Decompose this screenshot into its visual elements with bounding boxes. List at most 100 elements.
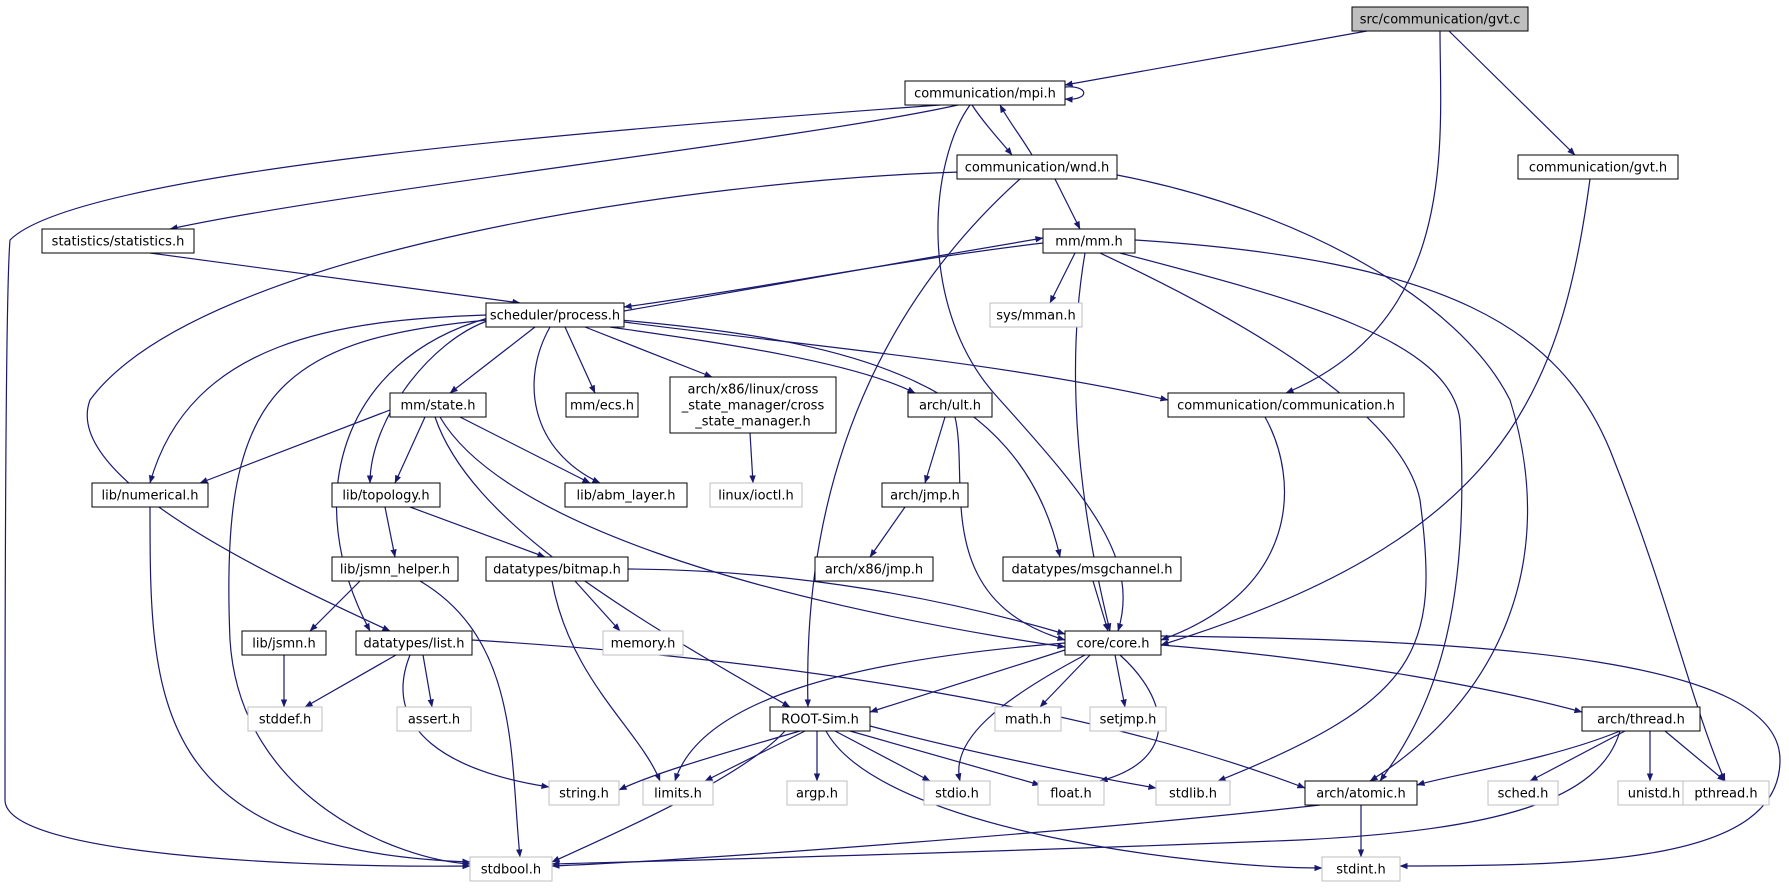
node-box-sched_h	[1487, 780, 1559, 806]
node-abm_layer_h[interactable]: lib/abm_layer.h	[564, 482, 688, 508]
node-bitmap_h[interactable]: datatypes/bitmap.h	[485, 556, 629, 582]
node-rootsim_h[interactable]: ROOT-Sim.h	[769, 706, 871, 732]
node-label-msgchannel_h: datatypes/msgchannel.h	[1012, 563, 1173, 578]
node-label-jmp_h: arch/jmp.h	[890, 489, 960, 504]
edge-mpi_h-to-mpi_h	[1064, 86, 1085, 103]
node-gvt_c[interactable]: src/communication/gvt.c	[1351, 6, 1529, 32]
node-box-bitmap_h	[485, 556, 629, 582]
node-box-rootsim_h	[769, 706, 871, 732]
node-label-abm_layer_h: lib/abm_layer.h	[576, 489, 675, 504]
edge-ult_h-to-jmp_h	[924, 416, 946, 484]
edge-rootsim_h-to-float_h	[849, 730, 1041, 787]
edge-gvt_h-to-core_h	[1160, 178, 1591, 646]
edge-core_h-to-stdint_h	[1160, 635, 1781, 870]
node-label-unistd_h: unistd.h	[1628, 787, 1681, 802]
edge-thread_h-to-pthread_h	[1664, 730, 1726, 782]
node-memory_h: memory.h	[602, 630, 684, 656]
edge-mpi_h-to-statistics_h	[169, 104, 959, 231]
node-mm_h[interactable]: mm/mm.h	[1042, 228, 1136, 254]
edge-wnd_h-to-mm_h	[1054, 178, 1081, 230]
node-label-thread_h: arch/thread.h	[1597, 713, 1685, 728]
edge-rootsim_h-to-stdbool_h	[551, 730, 786, 863]
edge-mm_h-to-process_h	[623, 242, 1044, 310]
node-box-thread_h	[1581, 706, 1701, 732]
edge-mm_h-to-pthread_h	[1134, 239, 1726, 782]
edge-process_h-to-numerical_h	[148, 314, 487, 484]
node-csm_h[interactable]: arch/x86/linux/cross_state_manager/cross…	[669, 376, 837, 434]
node-box-x86_jmp_h	[814, 556, 934, 582]
node-label-stdio_h: stdio.h	[935, 787, 979, 802]
node-box-wnd_h	[956, 154, 1118, 180]
node-thread_h[interactable]: arch/thread.h	[1581, 706, 1701, 732]
edge-gvt_c-to-communication_h	[1285, 30, 1442, 394]
edge-core_h-to-math_h	[1039, 654, 1091, 708]
node-core_h[interactable]: core/core.h	[1064, 630, 1162, 656]
node-label-stdint_h: stdint.h	[1336, 863, 1385, 878]
node-label-x86_jmp_h: arch/x86/jmp.h	[825, 563, 923, 578]
node-jmp_h[interactable]: arch/jmp.h	[881, 482, 969, 508]
node-box-stddef_h	[247, 706, 323, 732]
node-label-stddef_h: stddef.h	[259, 713, 311, 728]
node-box-ioctl_h	[709, 482, 803, 508]
node-box-ecs_h	[565, 392, 639, 418]
node-x86_jmp_h[interactable]: arch/x86/jmp.h	[814, 556, 934, 582]
node-box-stdint_h	[1321, 856, 1401, 882]
edge-thread_h-to-stdbool_h	[551, 730, 1621, 867]
edge-core_h-to-thread_h	[1160, 644, 1583, 714]
node-process_h[interactable]: scheduler/process.h	[485, 302, 625, 328]
edge-msgchannel_h-to-core_h	[1092, 580, 1109, 632]
node-msgchannel_h[interactable]: datatypes/msgchannel.h	[1002, 556, 1182, 582]
node-sched_h: sched.h	[1487, 780, 1559, 806]
edge-process_h-to-ult_h	[609, 326, 916, 394]
node-topology_h[interactable]: lib/topology.h	[331, 482, 441, 508]
edge-core_h-to-setjmp_h	[1114, 654, 1127, 708]
node-jsmn_helper_h[interactable]: lib/jsmn_helper.h	[331, 556, 459, 582]
node-ult_h[interactable]: arch/ult.h	[907, 392, 993, 418]
edge-mpi_h-to-stdbool_h	[4, 104, 941, 870]
node-list_h[interactable]: datatypes/list.h	[355, 630, 473, 656]
edge-topology_h-to-jsmn_helper_h	[384, 506, 397, 558]
node-label-gvt_c: src/communication/gvt.c	[1360, 13, 1521, 28]
node-state_h[interactable]: mm/state.h	[389, 392, 487, 418]
node-pthread_h: pthread.h	[1682, 780, 1770, 806]
node-box-jmp_h	[881, 482, 969, 508]
node-label-math_h: math.h	[1005, 713, 1051, 728]
node-atomic_h[interactable]: arch/atomic.h	[1304, 780, 1418, 806]
node-box-setjmp_h	[1089, 706, 1167, 732]
node-mpi_h[interactable]: communication/mpi.h	[904, 80, 1066, 106]
node-label-jsmn_helper_h: lib/jsmn_helper.h	[340, 563, 450, 578]
node-label-atomic_h: arch/atomic.h	[1316, 787, 1406, 802]
node-box-gvt_c	[1351, 6, 1529, 32]
node-gvt_h[interactable]: communication/gvt.h	[1517, 154, 1679, 180]
node-box-pthread_h	[1682, 780, 1770, 806]
node-communication_h[interactable]: communication/communication.h	[1167, 392, 1405, 418]
node-ecs_h[interactable]: mm/ecs.h	[565, 392, 639, 418]
node-label-process_h: scheduler/process.h	[490, 309, 620, 324]
edge-process_h-to-abm_layer_h	[533, 326, 601, 484]
node-statistics_h[interactable]: statistics/statistics.h	[41, 228, 195, 254]
node-label-setjmp_h: setjmp.h	[1100, 713, 1157, 728]
node-box-stdlib_h	[1155, 780, 1231, 806]
node-box-statistics_h	[41, 228, 195, 254]
node-box-atomic_h	[1304, 780, 1418, 806]
edge-process_h-to-ecs_h	[564, 326, 596, 394]
node-label-string_h: string.h	[559, 787, 609, 802]
edge-list_h-to-atomic_h	[471, 639, 1306, 789]
node-ioctl_h: linux/ioctl.h	[709, 482, 803, 508]
node-box-argp_h	[786, 780, 848, 806]
nodes-layer: src/communication/gvt.c communication/mpi…	[41, 6, 1770, 882]
node-jsmn_h[interactable]: lib/jsmn.h	[241, 630, 327, 656]
node-box-float_h	[1037, 780, 1105, 806]
node-math_h: math.h	[994, 706, 1062, 732]
node-box-process_h	[485, 302, 625, 328]
node-label-ult_h: arch/ult.h	[919, 399, 981, 414]
node-numerical_h[interactable]: lib/numerical.h	[91, 482, 209, 508]
edge-thread_h-to-atomic_h	[1416, 730, 1621, 786]
node-label-argp_h: argp.h	[796, 787, 838, 802]
node-label-ioctl_h: linux/ioctl.h	[718, 489, 794, 504]
edge-jsmn_helper_h-to-jsmn_h	[309, 580, 361, 632]
node-wnd_h[interactable]: communication/wnd.h	[956, 154, 1118, 180]
node-box-gvt_h	[1517, 154, 1679, 180]
node-label-list_h: datatypes/list.h	[364, 637, 465, 652]
edge-process_h-to-csm_h	[584, 326, 713, 378]
